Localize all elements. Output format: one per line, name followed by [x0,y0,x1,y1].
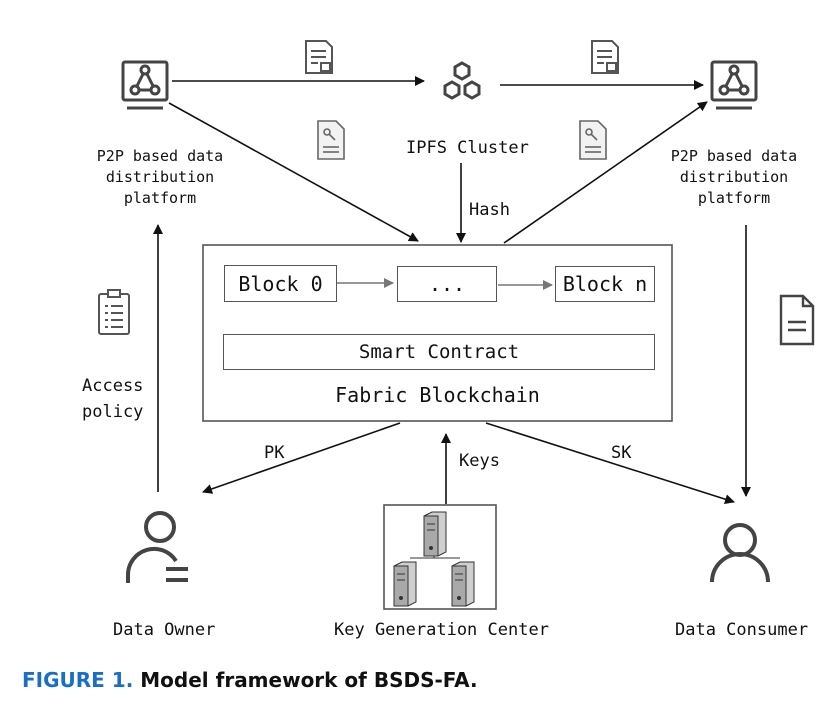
arrow-pk [202,422,401,494]
document-icon [779,294,815,346]
pk-label: PK [264,443,285,463]
user-consumer-icon [710,523,770,583]
data-owner-label: Data Owner [113,620,216,640]
server-icon [393,511,475,607]
access-policy-label: Access policy [82,376,144,422]
right-platform-label: P2P based data distribution platform [670,147,798,207]
blockchain-box [202,244,673,422]
arrow-platform-to-blockchain [168,102,419,242]
arrow-sk [485,422,735,505]
figure-caption: FIGURE 1. Model framework of BSDS-FA. [22,668,478,692]
key-center-label: Key Generation Center [334,620,549,640]
keys-label: Keys [459,451,500,471]
data-consumer-label: Data Consumer [675,620,809,640]
figure-caption-text: Model framework of BSDS-FA. [140,668,478,692]
monitor-icon [121,60,169,110]
monitor-icon [710,60,758,110]
key-document-icon [317,120,345,160]
block-last: Block n [555,266,655,302]
block-middle: ... [397,266,497,302]
encrypted-document-icon [591,40,619,74]
encrypted-document-icon [305,40,333,74]
left-platform-label: P2P based data distribution platform [96,147,224,207]
hexagon-cluster-icon [443,61,481,100]
user-owner-icon [125,511,188,583]
arrows [153,76,751,505]
figure-number: FIGURE 1. [22,668,134,692]
key-document-icon [579,120,607,160]
sk-label: SK [611,443,632,463]
smart-contract-box: Smart Contract [223,334,655,370]
arrow-blockchain-to-platform [503,101,708,244]
clipboard-icon [98,289,130,335]
ipfs-label: IPFS Cluster [406,138,529,158]
blockchain-title: Fabric Blockchain [335,383,540,407]
block-arrows [337,278,553,290]
hash-label: Hash [469,200,510,220]
block-first: Block 0 [224,265,337,302]
